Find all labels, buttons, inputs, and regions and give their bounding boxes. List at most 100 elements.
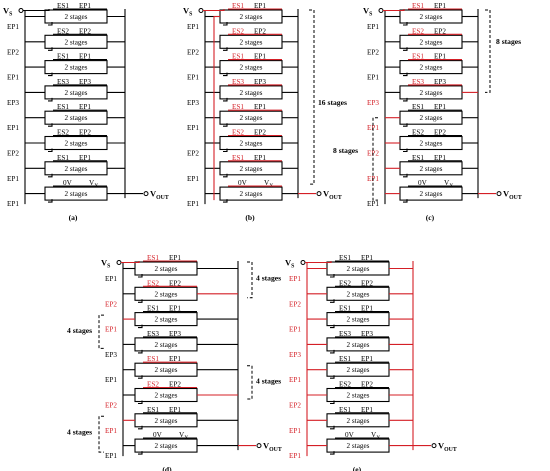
stage-box-label: 2 stages (240, 114, 263, 122)
vs-terminal (116, 260, 122, 265)
stage-box-label: 2 stages (347, 442, 370, 450)
switch-label-bottom: EP1 (289, 427, 301, 435)
switch-label-bottom: EP1 (105, 275, 117, 283)
switch-label-es: ES1 (232, 2, 244, 10)
vout-terminal (256, 443, 262, 449)
stage-box-label: 2 stages (420, 13, 443, 21)
switch-label-es: ES2 (147, 381, 159, 389)
stage-box-label: 2 stages (155, 366, 178, 374)
switch-label-bottom: EP1 (187, 74, 199, 82)
switch-label-ep: EP1 (434, 103, 446, 111)
switch-label-ep: EP2 (254, 27, 266, 35)
switch-label-es: ES1 (412, 154, 424, 162)
switch-label-bottom: EP1 (7, 200, 19, 208)
panel-caption: (c) (426, 213, 435, 222)
stage-box-label: 2 stages (155, 316, 178, 324)
switch-label-es: ES1 (412, 2, 424, 10)
stage-bracket (485, 9, 491, 93)
vs-terminal (18, 8, 24, 13)
switch-label-es: ES1 (147, 406, 159, 414)
switch-label-ep: EP3 (434, 78, 446, 86)
switch-mark (330, 299, 335, 303)
switch-label-bottom: EP1 (7, 74, 19, 82)
switch-label-es: ES1 (57, 53, 69, 61)
vs-label: VS (101, 258, 110, 270)
switch-mark (330, 451, 335, 455)
panel-caption: (b) (245, 213, 255, 222)
switch-label-bottom: EP1 (105, 427, 117, 435)
switch-mark (403, 148, 408, 153)
switch-label-bottom: EP1 (187, 175, 199, 183)
switch-label-bottom: EP2 (187, 48, 199, 56)
switch-label-bottom: EP1 (367, 200, 379, 208)
stage-bracket (98, 415, 104, 453)
panel-caption: (a) (69, 213, 78, 222)
stage-box-label: 2 stages (347, 265, 370, 273)
switch-label-ep: EP1 (361, 406, 373, 414)
switch-label-bottom: EP3 (367, 99, 379, 107)
stage-box-label: 2 stages (347, 366, 370, 374)
switch-label-es: ES1 (232, 53, 244, 61)
stage-box-label: 2 stages (155, 341, 178, 349)
switch-label-bottom: EP2 (7, 150, 19, 158)
switch-label-bottom: EP2 (289, 402, 301, 410)
switch-label-es: ES1 (339, 254, 351, 262)
switch-label-es: ES1 (232, 154, 244, 162)
switch-mark (403, 47, 408, 51)
switch-label-ep: EP2 (361, 381, 373, 389)
stage-box-label: 2 stages (240, 89, 263, 97)
stage-box-label: 2 stages (420, 114, 443, 122)
switch-mark (330, 349, 335, 354)
switch-label-es: ES3 (147, 330, 159, 338)
switch-label-bottom: EP2 (105, 402, 117, 410)
switch-mark (223, 123, 228, 127)
stage-box-label: 2 stages (155, 290, 178, 298)
vs-wire (383, 9, 405, 12)
switch-label-ep: EP2 (254, 129, 266, 137)
switch-mark (403, 123, 408, 127)
switch-mark (223, 148, 228, 153)
switch-label-bottom: EP2 (7, 48, 19, 56)
zero-volt-label: 0V (153, 431, 163, 439)
vs-wire (203, 9, 225, 12)
switch-mark (48, 123, 53, 127)
vs-wire (305, 261, 332, 264)
panel-caption: (e) (353, 465, 362, 471)
switch-label-ep: EP1 (79, 53, 91, 61)
switch-label-ep: EP1 (434, 154, 446, 162)
switch-label-es: ES1 (57, 154, 69, 162)
switch-label-bottom: EP1 (7, 124, 19, 132)
switch-label-es: ES2 (339, 381, 351, 389)
switch-label-es: ES1 (339, 355, 351, 363)
switch-label-bottom: EP2 (367, 48, 379, 56)
stage-box-label: 2 stages (65, 190, 88, 198)
switch-mark (223, 72, 228, 77)
vs-terminal (300, 260, 306, 265)
vout-label: VOUT (503, 189, 522, 201)
switch-mark (403, 97, 408, 102)
switch-label-ep: EP1 (434, 53, 446, 61)
series-path (213, 15, 220, 201)
stage-box-label: 2 stages (420, 190, 443, 198)
stage-bracket-label: 4 stages (256, 274, 281, 283)
switch-label-bottom: EP1 (289, 326, 301, 334)
switch-label-bottom: EP1 (105, 376, 117, 384)
stage-box-label: 2 stages (420, 64, 443, 72)
switch-label-es: ES1 (412, 103, 424, 111)
stage-box-label: 2 stages (155, 442, 178, 450)
vout-terminal (316, 191, 322, 197)
switch-label-es: ES1 (232, 103, 244, 111)
switch-label-bottom: EP1 (367, 74, 379, 82)
switch-label-bottom: EP1 (289, 452, 301, 460)
switch-label-ep: EP3 (79, 78, 91, 86)
switch-label-es: ES3 (412, 78, 424, 86)
switch-label-ep: EP3 (254, 78, 266, 86)
stage-bracket (372, 117, 378, 201)
switch-mark (330, 324, 335, 329)
switch-label-ep: EP3 (169, 330, 181, 338)
stage-box-label: 2 stages (65, 64, 88, 72)
switch-mark (223, 173, 228, 178)
stage-box-label: 2 stages (347, 290, 370, 298)
